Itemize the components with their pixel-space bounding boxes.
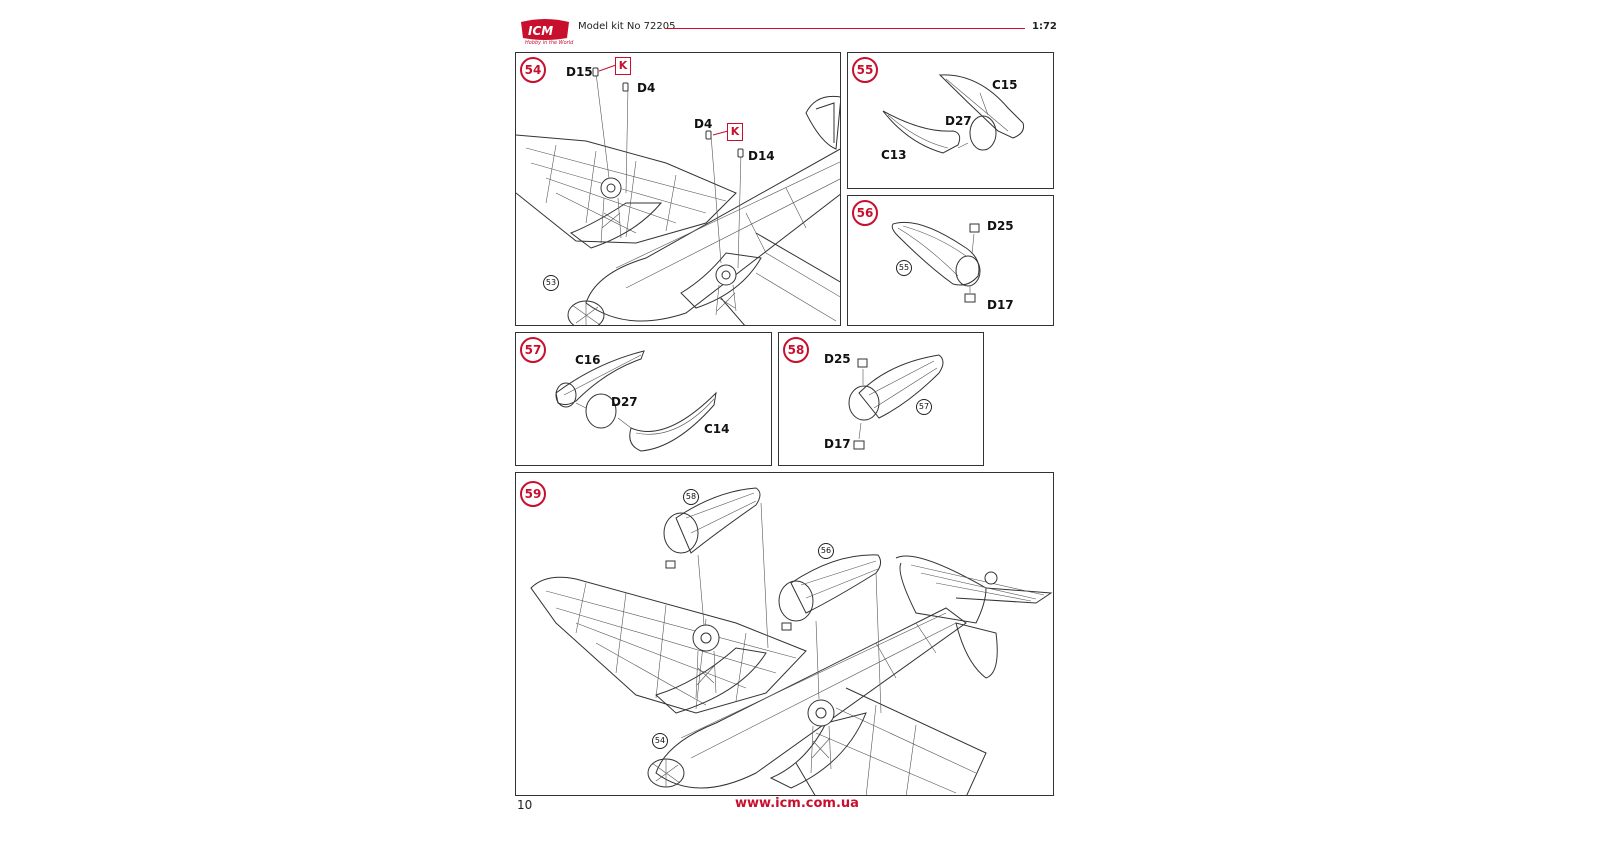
part-label-d4: D4 <box>637 81 656 95</box>
step-54-badge: 54 <box>520 57 546 83</box>
step-58-panel: 58 D25 D17 57 <box>778 332 984 466</box>
step-58-badge: 58 <box>783 337 809 363</box>
header-title: Model kit No 72205 <box>578 21 676 32</box>
header-scale: 1:72 <box>1032 21 1057 32</box>
step-59-panel: 59 58 56 54 <box>515 472 1054 796</box>
step-59-badge: 59 <box>520 481 546 507</box>
svg-text:ICM: ICM <box>528 24 553 38</box>
part-label-c15: C15 <box>992 78 1018 92</box>
part-label-d14: D14 <box>748 149 775 163</box>
part-label-d27: D27 <box>611 395 638 409</box>
part-label-d17: D17 <box>824 437 851 451</box>
part-label-d27: D27 <box>945 114 972 128</box>
step-56-drawing <box>891 221 981 303</box>
part-label-d15: D15 <box>566 65 593 79</box>
kit-marker-k: K <box>615 57 631 75</box>
part-label-d17: D17 <box>987 298 1014 312</box>
step-57-badge: 57 <box>520 337 546 363</box>
ref-step-55: 55 <box>896 260 912 276</box>
step-59-drawing <box>530 487 1053 795</box>
ref-step-53: 53 <box>543 275 559 291</box>
step-55-badge: 55 <box>852 57 878 83</box>
ref-step-57: 57 <box>916 399 932 415</box>
step-56-panel: 56 D25 D17 55 <box>847 195 1054 326</box>
page-number: 10 <box>517 798 533 812</box>
ref-step-56: 56 <box>818 543 834 559</box>
step-57-panel: 57 C16 D27 C14 <box>515 332 772 466</box>
step-54-drawing <box>516 64 840 325</box>
footer-url[interactable]: www.icm.com.ua <box>735 796 859 811</box>
kit-marker-k-second: K <box>727 123 743 141</box>
part-label-d25: D25 <box>824 352 851 366</box>
header: ICM Hobby in the World Model kit No 7220… <box>515 18 1057 46</box>
step-56-badge: 56 <box>852 200 878 226</box>
step-55-panel: 55 C15 D27 C13 <box>847 52 1054 189</box>
part-label-c13: C13 <box>881 148 907 162</box>
step-58-drawing <box>848 354 944 450</box>
step-54-panel: 54 D15 K D4 D4 K D14 53 <box>515 52 841 326</box>
part-label-d25: D25 <box>987 219 1014 233</box>
step-55-drawing <box>882 74 1024 154</box>
ref-step-58: 58 <box>683 489 699 505</box>
part-label-d4-second: D4 <box>694 117 713 131</box>
ref-step-54: 54 <box>652 733 668 749</box>
header-rule <box>665 28 1025 29</box>
logo-tagline: Hobby in the World <box>525 40 574 46</box>
step-57-drawing <box>555 350 717 452</box>
part-label-c14: C14 <box>704 422 730 436</box>
part-label-c16: C16 <box>575 353 601 367</box>
icm-logo: ICM <box>521 19 569 40</box>
